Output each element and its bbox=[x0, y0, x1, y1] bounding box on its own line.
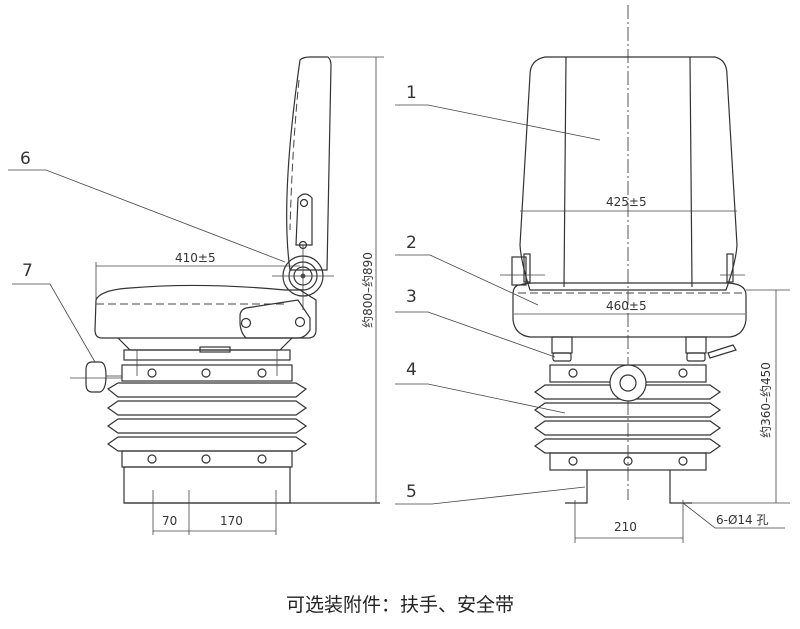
seat-cushion-side bbox=[94, 284, 317, 339]
dim-height-range: 约800–约890 bbox=[360, 252, 375, 328]
backrest-side bbox=[286, 56, 332, 271]
front-view: 425±5 460±5 bbox=[395, 5, 790, 543]
dim-base-offset: 70 bbox=[162, 514, 177, 528]
height-adjust-knob bbox=[85, 361, 107, 393]
seat-cushion-front bbox=[512, 282, 747, 338]
slide-bracket bbox=[239, 299, 311, 339]
callout-7: 7 bbox=[22, 261, 33, 281]
callout-5: 5 bbox=[406, 482, 417, 502]
adjust-dial bbox=[609, 364, 647, 402]
bellows-front bbox=[533, 384, 722, 454]
dim-base-spacing: 170 bbox=[220, 514, 243, 528]
side-view: 410±5 约800–约890 70 170 6 7 bbox=[8, 56, 384, 535]
nut-left bbox=[552, 352, 572, 362]
callout-6: 6 bbox=[20, 149, 31, 169]
base-bracket-right bbox=[669, 470, 692, 504]
lever bbox=[707, 344, 737, 359]
caption-optional-accessories: 可选装附件：扶手、安全带 bbox=[285, 594, 514, 616]
recline-bracket bbox=[295, 193, 313, 246]
base-side bbox=[123, 466, 291, 504]
callout-1: 1 bbox=[406, 83, 417, 103]
dim-base-width: 210 bbox=[614, 520, 637, 534]
upper-plate bbox=[121, 364, 293, 382]
base-bracket-left bbox=[565, 470, 588, 504]
dim-suspension-height: 约360–约450 bbox=[758, 362, 773, 438]
callout-2: 2 bbox=[406, 233, 417, 253]
bellows-side bbox=[106, 382, 308, 452]
callout-4: 4 bbox=[406, 360, 417, 380]
backrest-front bbox=[519, 56, 738, 291]
dim-backrest-width: 425±5 bbox=[606, 195, 647, 209]
dim-seat-depth: 410±5 bbox=[175, 251, 216, 265]
callout-3: 3 bbox=[406, 287, 417, 307]
dim-seat-width: 460±5 bbox=[606, 299, 647, 313]
nut-right bbox=[686, 352, 706, 362]
dim-mount-holes: 6-Ø14 孔 bbox=[716, 513, 769, 527]
